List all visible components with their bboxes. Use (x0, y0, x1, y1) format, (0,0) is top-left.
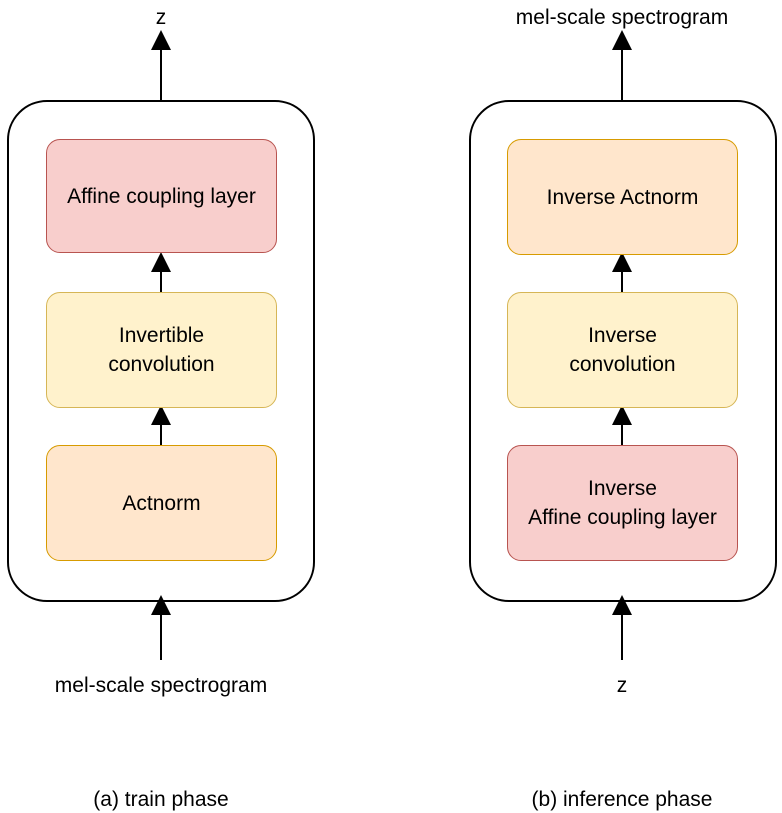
inference-bottom-line1: Inverse (588, 477, 657, 500)
train-top-line1: Affine coupling layer (67, 184, 256, 208)
inference-bottom-line2: Affine coupling layer (528, 506, 717, 529)
train-phase-frame (7, 100, 315, 602)
inference-caption: (b) inference phase (531, 788, 713, 811)
train-output-label: z (155, 6, 167, 29)
inference-top-line1: Inverse Actnorm (546, 185, 699, 209)
train-input-label: mel-scale spectrogram (54, 674, 268, 697)
inference-input-label: z (616, 674, 628, 697)
inference-middle-line1: Inverse (588, 324, 657, 347)
inference-affine-coupling-block: Inverse Affine coupling layer (507, 445, 738, 561)
train-affine-coupling-block: Affine coupling layer (46, 139, 277, 253)
inference-convolution-block: Inverse convolution (507, 292, 738, 408)
inference-output-label: mel-scale spectrogram (515, 6, 729, 29)
train-caption: (a) train phase (93, 788, 229, 811)
inference-middle-line2: convolution (569, 353, 676, 376)
train-actnorm-block: Actnorm (46, 445, 277, 561)
train-middle-line1: Invertible (118, 324, 205, 347)
inference-actnorm-block: Inverse Actnorm (507, 139, 738, 255)
train-bottom-line1: Actnorm (122, 491, 201, 515)
train-middle-line2: convolution (108, 353, 215, 376)
inference-phase-frame (469, 100, 777, 602)
train-invertible-convolution-block: Invertible convolution (46, 292, 277, 408)
